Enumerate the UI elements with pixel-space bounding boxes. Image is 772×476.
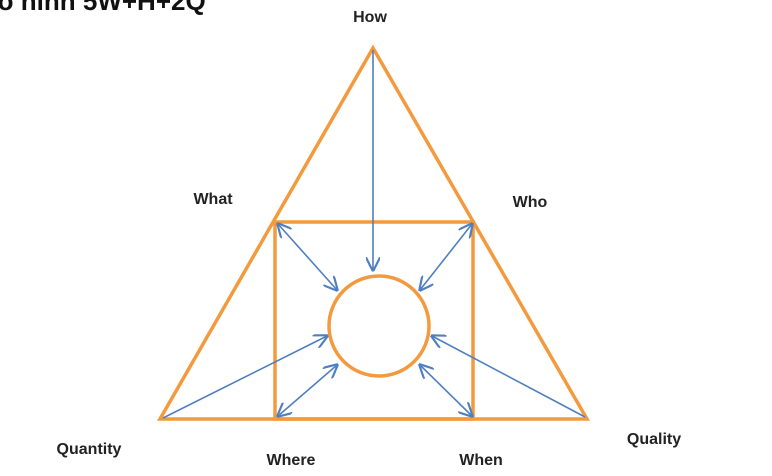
label-where: Where xyxy=(266,452,316,469)
label-quantity: Quantity xyxy=(56,441,122,458)
label-what: What xyxy=(193,191,233,208)
arrow-what xyxy=(278,224,337,290)
label-quality: Quality xyxy=(626,431,682,448)
arrow-when xyxy=(420,365,472,416)
arrow-quality xyxy=(432,336,586,418)
square-shape xyxy=(273,220,475,421)
arrow-quantity xyxy=(162,336,327,419)
label-how: How xyxy=(353,9,387,26)
arrow-who xyxy=(420,224,472,290)
arrow-where xyxy=(278,365,337,416)
label-who: Who xyxy=(512,194,548,211)
center-circle xyxy=(327,274,431,378)
diagram-title: Mô hình 5W+H+2Q xyxy=(0,0,206,16)
label-when: When xyxy=(459,452,503,469)
